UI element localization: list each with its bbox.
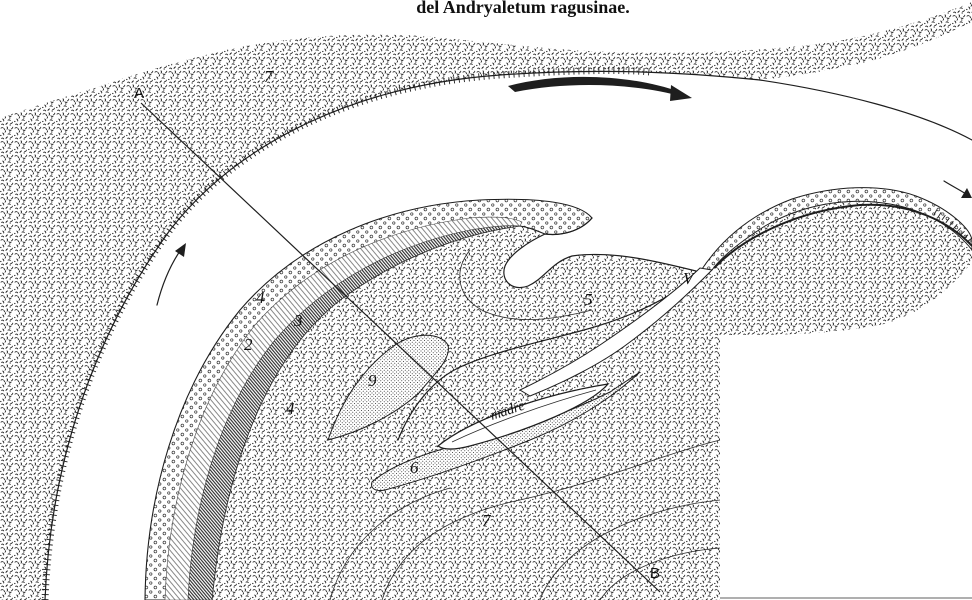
label-zone-four: 4 [286, 399, 295, 418]
label-b: B [650, 565, 660, 582]
label-zone-two: 2 [244, 335, 253, 354]
label-a: A [134, 85, 144, 102]
label-zone-five: 5 [584, 290, 593, 309]
flow-arrow-left [157, 248, 182, 305]
flow-arrow-top-head [670, 85, 692, 101]
flow-arrow-right [944, 181, 966, 194]
figure-caption: del Andryaletum ragusinae. [416, 0, 630, 17]
flow-arrow-top [508, 77, 684, 97]
label-zone-three: 3 [293, 311, 303, 330]
flow-arrow-left-head [175, 243, 186, 257]
channel-outer-line [760, 80, 972, 140]
label-zone-six: 6 [410, 458, 419, 477]
label-zone-circles: 4 [256, 288, 265, 307]
flow-arrow-right-head [961, 188, 972, 198]
label-zone-nine: 9 [368, 371, 377, 390]
